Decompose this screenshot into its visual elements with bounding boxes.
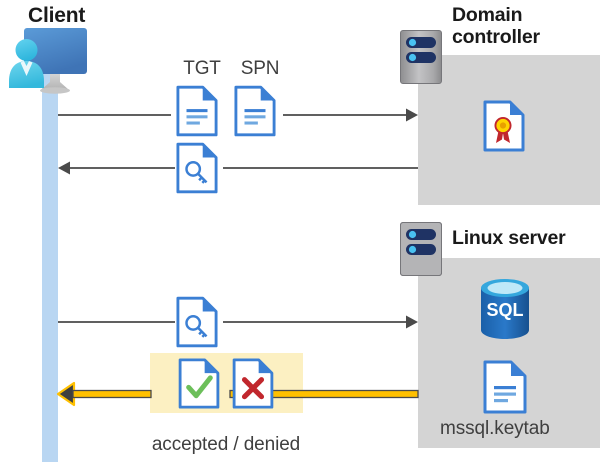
- linux-server-title: Linux server: [452, 227, 566, 249]
- tgt-label: TGT: [183, 58, 221, 79]
- server-rack-icon: [400, 30, 442, 84]
- message-arrow-grant-service-ticket: [58, 159, 418, 177]
- auth-result-caption: accepted / denied: [151, 434, 301, 455]
- user-computer-icon: [6, 28, 98, 96]
- key-document-icon: [176, 142, 218, 194]
- spn-label: SPN: [240, 58, 280, 79]
- keytab-filename-label: mssql.keytab: [440, 418, 550, 439]
- domain-controller-title-line2: controller: [452, 25, 540, 48]
- tgt-document-icon: [176, 85, 218, 137]
- key-document-icon: [176, 296, 218, 348]
- sql-database-icon: SQL: [477, 278, 533, 340]
- client-title: Client: [28, 4, 86, 27]
- spn-document-icon: [234, 85, 276, 137]
- accepted-document-icon: [178, 358, 220, 409]
- client-lifeline: [42, 68, 58, 462]
- message-arrow-request-tgt-spn: [58, 106, 418, 124]
- certificate-document-icon: [483, 100, 525, 152]
- svg-text:SQL: SQL: [486, 300, 523, 320]
- message-arrow-auth-result: [56, 381, 419, 407]
- domain-controller-title-line1: Domain: [452, 4, 523, 26]
- keytab-document-icon: [483, 360, 527, 414]
- server-rack-icon: [400, 222, 442, 276]
- denied-document-icon: [232, 358, 274, 409]
- message-arrow-present-service-ticket: [58, 313, 418, 331]
- auth-result-highlight: [150, 353, 303, 413]
- domain-controller-title: Domain controller: [452, 4, 600, 49]
